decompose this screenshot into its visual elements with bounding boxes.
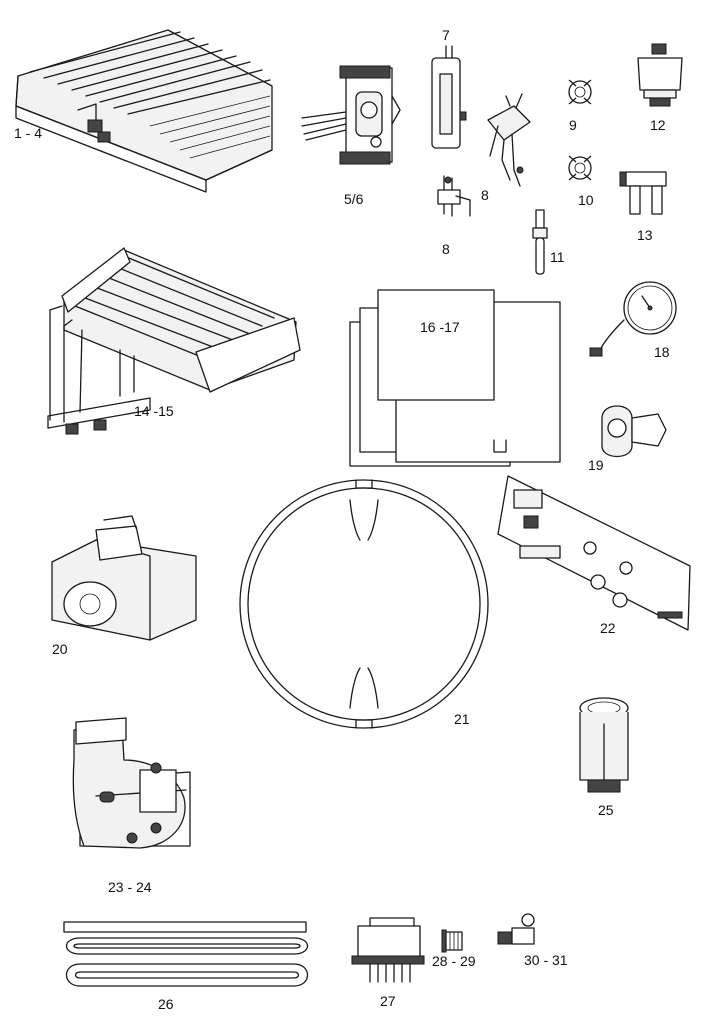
control-circuit-board-drawing: [497, 475, 691, 631]
label-26: 26: [158, 996, 174, 1012]
connector-plug-drawing: [441, 929, 463, 953]
label-9: 9: [569, 117, 577, 133]
pressure-gauge-drawing: [589, 281, 677, 357]
sensor-bracket-drawing: [431, 45, 467, 149]
burner-gasket-ring-drawing: [239, 479, 489, 729]
label-14-15: 14 -15: [134, 403, 174, 419]
combustion-fan-drawing: [72, 717, 191, 849]
label-21: 21: [454, 711, 470, 727]
label-13: 13: [637, 227, 653, 243]
temperature-probe-drawing: [532, 209, 548, 275]
label-27: 27: [380, 993, 396, 1009]
label-12: 12: [650, 117, 666, 133]
label-11: 11: [550, 249, 565, 265]
label-8b: 8: [481, 187, 489, 203]
burner-assembly-drawing: [15, 29, 273, 193]
pipe-fitting-drawing: [619, 171, 667, 215]
flame-electrode-drawing: [437, 175, 471, 217]
condensate-siphon-drawing: [579, 697, 629, 793]
label-20: 20: [52, 641, 68, 657]
ignition-electrode-drawing: [487, 93, 531, 187]
label-23-24: 23 - 24: [108, 879, 152, 895]
wing-nut-alt-drawing: [568, 155, 592, 181]
transformer-drawing: [351, 917, 425, 983]
insulation-panels-drawing: [349, 289, 561, 467]
wing-nut-drawing: [568, 79, 592, 105]
gasket-seal-set-drawing: [63, 921, 309, 987]
label-25: 25: [598, 802, 614, 818]
gas-valve-drawing: [301, 65, 401, 165]
label-5-6: 5/6: [344, 191, 364, 207]
label-18: 18: [654, 344, 670, 360]
label-7: 7: [442, 27, 450, 43]
air-vent-drawing: [637, 43, 683, 107]
heat-exchanger-drawing: [47, 247, 301, 435]
label-16-17: 16 -17: [420, 319, 460, 335]
label-28-29: 28 - 29: [432, 953, 476, 969]
label-8a: 8: [442, 241, 450, 257]
label-1-4: 1 - 4: [14, 125, 43, 141]
fuse-holder-drawing: [497, 913, 535, 945]
label-22: 22: [600, 620, 616, 636]
circulation-pump-drawing: [51, 515, 197, 641]
label-19: 19: [588, 457, 604, 473]
label-10: 10: [578, 192, 594, 208]
label-30-31: 30 - 31: [524, 952, 568, 968]
safety-valve-drawing: [601, 405, 667, 458]
